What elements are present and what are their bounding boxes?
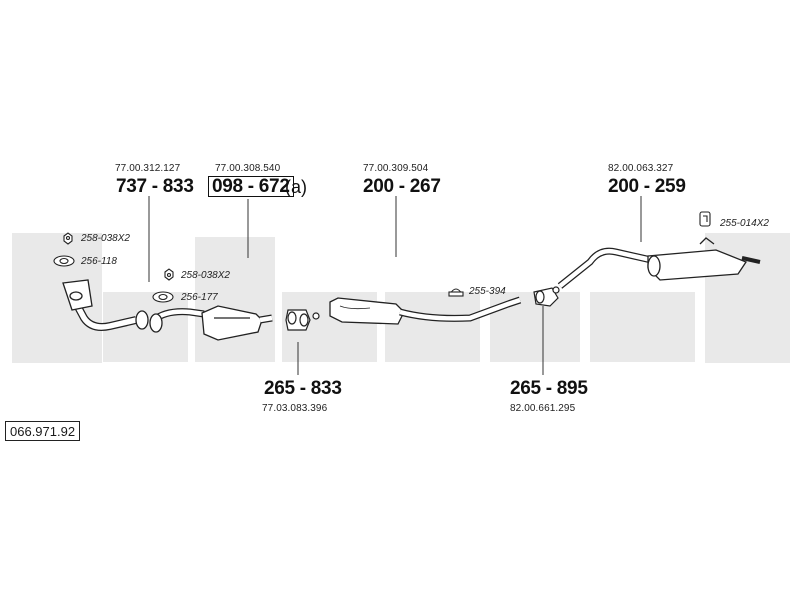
rear-silencer-ref: 82.00.063.327 <box>608 163 674 174</box>
clamp-1-ref: 77.03.083.396 <box>262 403 328 414</box>
catalog-number: 066.971.92 <box>5 421 81 441</box>
front-pipe <box>62 279 149 331</box>
clamp-1-part-number[interactable]: 265 - 833 <box>264 378 342 399</box>
clamp-2-part-number[interactable]: 265 - 895 <box>510 378 588 399</box>
gasket-front-label[interactable]: 256-118 <box>81 256 117 267</box>
gasket-icons <box>53 232 174 303</box>
hanger-icon-mid <box>448 288 464 297</box>
hanger-mid-label[interactable]: 255-394 <box>469 286 506 297</box>
rear-silencer <box>557 237 761 289</box>
clamp-265-895 <box>533 286 560 307</box>
leader-lines <box>148 196 642 375</box>
middle-silencer-ref: 77.00.309.504 <box>363 163 429 174</box>
gasket-cat-label[interactable]: 256-177 <box>181 292 218 303</box>
catalyst-suffix: (a) <box>285 177 307 197</box>
catalyst-part-number[interactable]: 098 - 672 <box>208 176 294 197</box>
front-pipe-part-number[interactable]: 737 - 833 <box>116 176 194 197</box>
watermark-logo <box>12 233 790 363</box>
catalyst-ref: 77.00.308.540 <box>215 163 281 174</box>
middle-silencer <box>329 296 522 325</box>
rear-silencer-part-number[interactable]: 200 - 259 <box>608 176 686 197</box>
front-pipe-ref: 77.00.312.127 <box>115 163 181 174</box>
catalytic-converter <box>149 305 273 341</box>
middle-silencer-part-number[interactable]: 200 - 267 <box>363 176 441 197</box>
nut-cat-label[interactable]: 258-038X2 <box>181 270 230 281</box>
nut-front-label[interactable]: 258-038X2 <box>81 233 130 244</box>
clamp-265-833 <box>285 309 320 331</box>
hanger-icon-rear <box>699 211 711 227</box>
hanger-rear-label[interactable]: 255-014X2 <box>720 218 769 229</box>
clamp-2-ref: 82.00.661.295 <box>510 403 576 414</box>
